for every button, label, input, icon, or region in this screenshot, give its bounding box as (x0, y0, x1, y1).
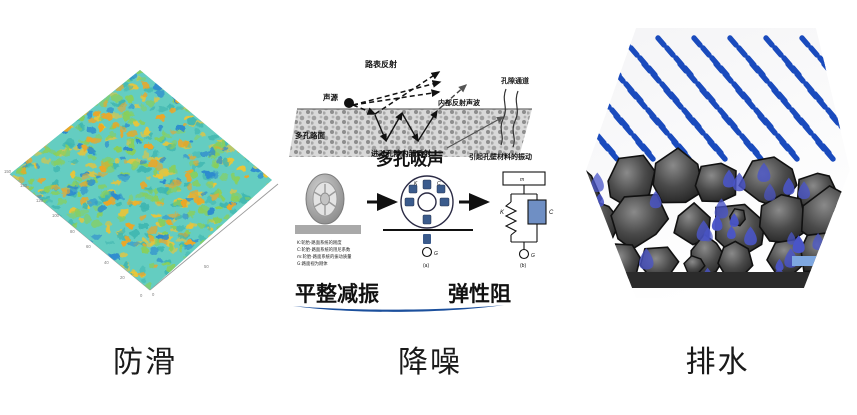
label-internal-sound-wave: 内部反射声波 (438, 98, 481, 107)
svg-text:K:轮胎-路面系统的刚度: K:轮胎-路面系统的刚度 (297, 239, 342, 246)
caption-noise: 降噪 (398, 345, 462, 380)
label-surface-reflection: 路表反射 (365, 59, 397, 69)
symbol-K: K (500, 210, 505, 216)
model-a-label: (a) (423, 263, 429, 269)
subtitle-smooth-damping: 平整减振 (295, 282, 379, 306)
svg-text:C:轮胎-路面系统的阻尼系数: C:轮胎-路面系统的阻尼系数 (297, 246, 351, 253)
svg-text:100: 100 (52, 213, 60, 218)
symbol-G-b: G (531, 253, 535, 259)
roughness-surface-plot: 150 140 120 100 80 60 40 20 0 0 50 (0, 22, 290, 302)
svg-text:G:路面视为刚体: G:路面视为刚体 (297, 260, 328, 267)
drainage-diagram (578, 20, 857, 305)
porous-absorption-diagram: 声源 路表反射 多孔路面 进入孔隙内部反射 内部反射声波 孔隙通道 引起孔壁材料… (289, 59, 532, 161)
internal-reflection-rays (374, 109, 438, 143)
model-legend: K:轮胎-路面系统的刚度 C:轮胎-路面系统的阻尼系数 m:轮胎-路面系统的振动… (297, 239, 352, 267)
internal-sound-wave-ray (438, 84, 468, 110)
svg-text:0: 0 (140, 293, 143, 298)
blue-underline-curve (293, 305, 504, 312)
caption-antislip: 防滑 (113, 345, 177, 380)
x-axis-ticks: 0 0 50 (140, 264, 209, 298)
y-axis-ticks: 150 140 120 100 80 60 40 20 (4, 169, 125, 280)
panel-noise: 声源 路表反射 多孔路面 进入孔隙内部反射 内部反射声波 孔隙通道 引起孔壁材料… (285, 0, 575, 415)
radial-tire-model: K C G (a) (383, 175, 473, 269)
label-wall-vibration: 引起孔壁材料的振动 (469, 152, 532, 161)
svg-text:120: 120 (36, 198, 44, 203)
road-strip (295, 225, 361, 234)
svg-text:150: 150 (4, 169, 12, 174)
porous-absorption-title: 多孔吸声 (376, 150, 444, 170)
label-pore-channel: 孔隙通道 (501, 76, 529, 85)
symbol-C: C (549, 210, 554, 216)
caption-drain: 排水 (685, 345, 750, 380)
svg-text:m:轮胎-路面系统的振动质量: m:轮胎-路面系统的振动质量 (297, 253, 352, 260)
tire-pavement-model-diagram: K:轮胎-路面系统的刚度 C:轮胎-路面系统的阻尼系数 m:轮胎-路面系统的振动… (295, 171, 554, 269)
panel-antislip: 150 140 120 100 80 60 40 20 0 0 50 防滑 (0, 0, 290, 415)
drainage-svg (586, 28, 850, 298)
subtitle-elastic-damping: 弹性阻 (448, 282, 511, 306)
vibration-pointer-line (446, 116, 505, 149)
surface-plot-svg: 150 140 120 100 80 60 40 20 0 0 50 (4, 70, 279, 298)
damper-box (527, 199, 547, 225)
svg-text:140: 140 (20, 183, 28, 188)
model-b-label: (b) (520, 263, 526, 269)
symbol-m: m (520, 177, 524, 183)
label-internal-reflection: 进入孔隙内部反射 (371, 148, 431, 158)
label-sound-source: 声源 (322, 92, 338, 102)
sound-source-dot (344, 98, 354, 108)
panel-drain: 排水 (578, 0, 857, 415)
base-layer (586, 272, 850, 288)
lumped-model: m G K C (b) (500, 171, 554, 269)
surface-mesh (10, 70, 272, 290)
porous-pavement-slab (289, 109, 532, 157)
tire-illustration (295, 173, 361, 234)
svg-text:80: 80 (70, 229, 75, 234)
symbol-G-a: G (434, 251, 438, 257)
svg-text:60: 60 (86, 244, 91, 249)
svg-text:40: 40 (104, 260, 109, 265)
symbol-C-circle: C (437, 181, 441, 187)
symbol-K-circle: K (414, 181, 418, 187)
surface-reflection-rays (352, 71, 442, 115)
svg-text:50: 50 (204, 264, 209, 269)
svg-text:0: 0 (152, 292, 155, 297)
label-porous-pavement: 多孔路面 (295, 130, 325, 140)
spring-coil (504, 201, 518, 236)
svg-text:20: 20 (120, 275, 125, 280)
